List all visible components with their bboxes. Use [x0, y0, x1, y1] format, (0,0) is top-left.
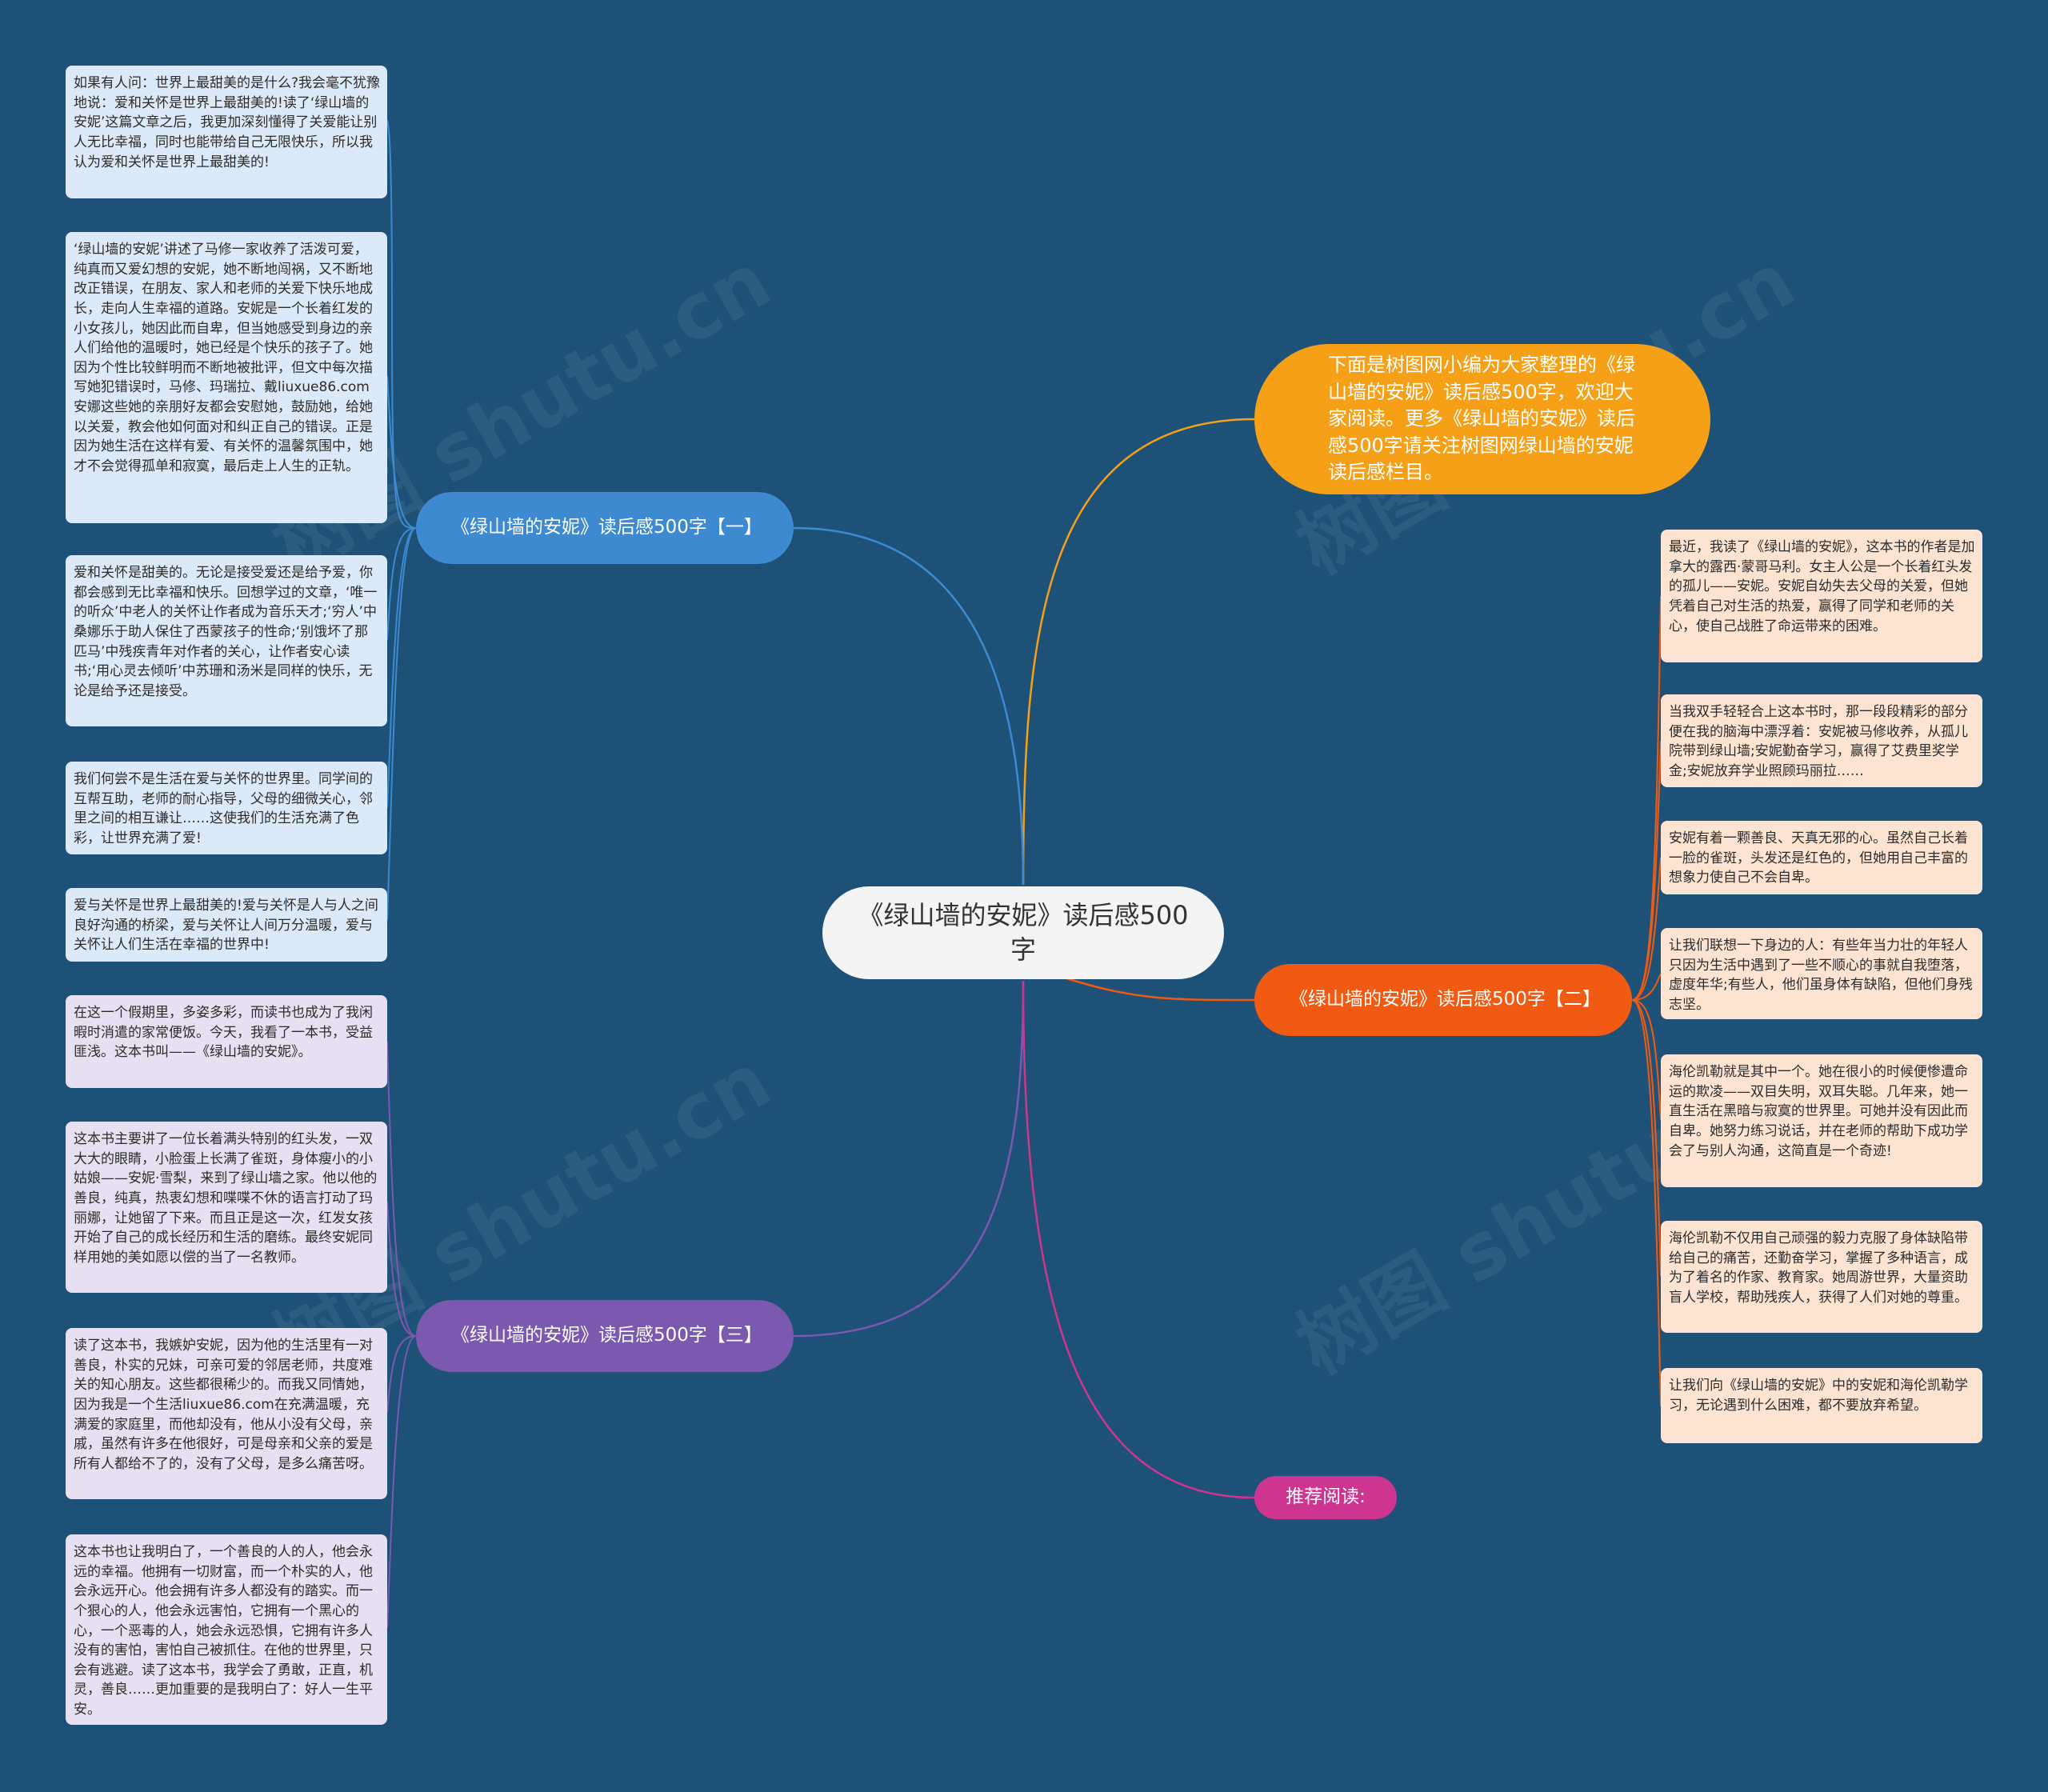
leaf-note[interactable]: 在这一个假期里，多姿多彩，而读书也成为了我闲暇时消遣的家常便饭。今天，我看了一本…: [66, 995, 387, 1088]
leaf-note[interactable]: 这本书主要讲了一位长着满头特别的红头发，一双大大的眼睛，小脸蛋上长满了雀斑，身体…: [66, 1122, 387, 1293]
leaf-note[interactable]: 读了这本书，我嫉妒安妮，因为他的生活里有一对善良，朴实的兄妹，可亲可爱的邻居老师…: [66, 1328, 387, 1499]
branch-label-1: 《绿山墙的安妮》读后感500字【一】: [451, 517, 762, 538]
leaf-note[interactable]: 当我双手轻轻合上这本书时，那一段段精彩的部分便在我的脑海中漂浮着：安妮被马修收养…: [1661, 694, 1982, 787]
central-topic-label: 《绿山墙的安妮》读后感500字: [858, 899, 1189, 965]
leaf-note[interactable]: 海伦凯勒就是其中一个。她在很小的时候便惨遭命运的欺凌——双目失明，双耳失聪。几年…: [1661, 1054, 1982, 1187]
branch-node-recommended[interactable]: 推荐阅读:: [1254, 1476, 1397, 1519]
intro-node[interactable]: 下面是树图网小编为大家整理的《绿山墙的安妮》读后感500字，欢迎大家阅读。更多《…: [1254, 344, 1710, 494]
leaf-note[interactable]: 爱与关怀是世界上最甜美的!爱与关怀是人与人之间良好沟通的桥梁，爱与关怀让人间万分…: [66, 888, 387, 962]
leaf-note[interactable]: 让我们向《绿山墙的安妮》中的安妮和海伦凯勒学习，无论遇到什么困难，都不要放弃希望…: [1661, 1368, 1982, 1443]
branch-node-3[interactable]: 《绿山墙的安妮》读后感500字【三】: [416, 1300, 794, 1372]
leaf-connectors-2: [1631, 595, 1662, 1407]
branch-label-3: 《绿山墙的安妮》读后感500字【三】: [451, 1325, 762, 1346]
leaf-note[interactable]: 安妮有着一颗善良、天真无邪的心。虽然自己长着一脸的雀斑，头发还是红色的，但她用自…: [1661, 821, 1982, 894]
branch-node-2[interactable]: 《绿山墙的安妮》读后感500字【二】: [1254, 964, 1632, 1036]
branch-node-1[interactable]: 《绿山墙的安妮》读后感500字【一】: [416, 492, 794, 564]
connector-branch-3: [793, 980, 1025, 1338]
connector-branch-4: [1022, 980, 1255, 1499]
leaf-note[interactable]: 这本书也让我明白了，一个善良的人的人，他会永远的幸福。他拥有一切财富，而一个朴实…: [66, 1534, 387, 1725]
leaf-note[interactable]: 最近，我读了《绿山墙的安妮》，这本书的作者是加拿大的露西·蒙哥马利。女主人公是一…: [1661, 530, 1982, 662]
leaf-connectors-3: [386, 1041, 417, 1629]
leaf-note[interactable]: 让我们联想一下身边的人：有些年当力壮的年轻人只因为生活中遇到了一些不顺心的事就自…: [1661, 928, 1982, 1019]
connector-branch-1: [793, 526, 1025, 886]
leaf-note[interactable]: 爱和关怀是甜美的。无论是接受爱还是给予爱，你都会感到无比幸福和快乐。回想学过的文…: [66, 555, 387, 726]
branch-label-recommended: 推荐阅读:: [1286, 1486, 1366, 1508]
leaf-note[interactable]: 海伦凯勒不仅用自己顽强的毅力克服了身体缺陷带给自己的痛苦，还勤奋学习，掌握了多种…: [1661, 1221, 1982, 1333]
leaf-note[interactable]: ‘绿山墙的安妮’讲述了马修一家收养了活泼可爱，纯真而又爱幻想的安妮，她不断地闯祸…: [66, 232, 387, 523]
leaf-note[interactable]: 我们何尝不是生活在爱与关怀的世界里。同学间的互帮互助，老师的耐心指导，父母的细微…: [66, 762, 387, 854]
intro-text: 下面是树图网小编为大家整理的《绿山墙的安妮》读后感500字，欢迎大家阅读。更多《…: [1328, 354, 1635, 484]
leaf-note[interactable]: 如果有人问：世界上最甜美的是什么?我会毫不犹豫地说：爱和关怀是世界上最甜美的!读…: [66, 66, 387, 198]
connector-intro: [1022, 418, 1255, 886]
leaf-connectors-1: [386, 119, 417, 921]
branch-label-2: 《绿山墙的安妮》读后感500字【二】: [1290, 989, 1601, 1010]
connector-branch-2: [1063, 976, 1255, 1002]
central-topic[interactable]: 《绿山墙的安妮》读后感500字: [822, 886, 1224, 979]
